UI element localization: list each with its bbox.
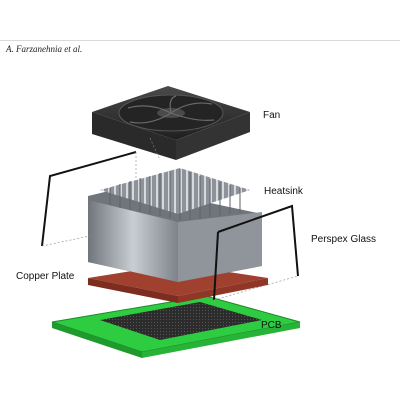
label-fan: Fan [263,110,281,121]
pcb [51,295,301,358]
fan-side [176,112,250,160]
pcb-board-front [52,322,142,358]
heatsink [88,168,262,282]
copper-plate-front [88,278,178,303]
pcb-socket [100,302,262,340]
label-perspex-glass: Perspex Glass [311,234,377,245]
heatsink-fins [109,169,241,220]
pcb-board-side [142,322,300,358]
glass-left-bottom [41,235,91,247]
glass-right-bottom [213,275,299,301]
page-header [0,0,400,41]
copper-plate-side [178,278,268,303]
heatsink-front-face [88,200,178,282]
heatsink-side-face [178,212,262,282]
fan [92,86,250,161]
perspex-glass [41,151,299,301]
heatsink-fins-top [100,168,250,214]
author-line: A. Farzanehnia et al. [6,44,83,54]
fan-front [92,112,176,160]
glass-left-edge [41,151,137,247]
glass-right-front [213,231,219,301]
fan-mount-line [149,137,161,161]
glass-right-edge [217,204,299,277]
label-heatsink: Heatsink [264,186,303,197]
label-copper-plate: Copper Plate [16,271,75,282]
label-pcb: PCB [261,320,282,331]
fan-blades [127,95,215,124]
